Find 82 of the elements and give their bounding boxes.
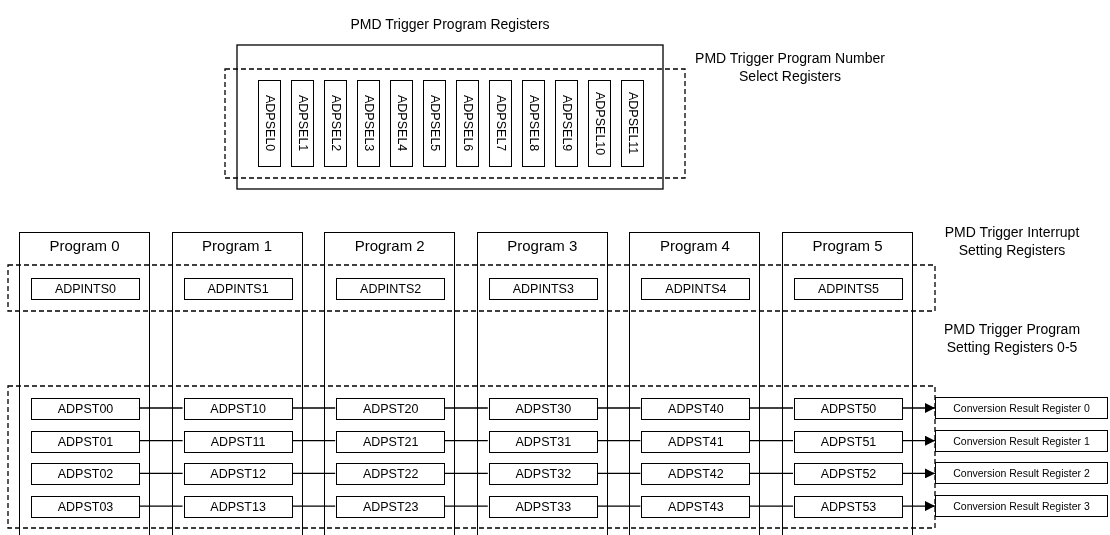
register-box: ADPST02 bbox=[31, 463, 140, 486]
connector-line bbox=[138, 472, 184, 475]
column-heading: Program 5 bbox=[811, 237, 884, 254]
register-box: ADPSEL5 bbox=[423, 80, 446, 167]
group-heading: PMD Trigger Program Registers bbox=[349, 15, 551, 34]
register-box: ADPST11 bbox=[183, 430, 293, 453]
register-box: ADPST20 bbox=[336, 398, 446, 420]
register-box: ADPST00 bbox=[31, 398, 140, 420]
connector-line bbox=[138, 407, 184, 409]
register-box: ADPST13 bbox=[183, 496, 293, 519]
program-column bbox=[629, 232, 761, 535]
register-box: ADPSEL6 bbox=[456, 80, 479, 167]
column-heading: Program 3 bbox=[506, 237, 579, 254]
register-box: ADPSEL9 bbox=[555, 80, 578, 167]
register-box: ADPST01 bbox=[31, 430, 140, 453]
register-box: ADPST03 bbox=[31, 496, 140, 519]
program-column bbox=[19, 232, 150, 535]
register-box: ADPINTS4 bbox=[641, 278, 751, 300]
register-box: ADPST23 bbox=[336, 496, 446, 519]
group-heading: PMD Trigger Interrupt Setting Registers bbox=[943, 223, 1081, 260]
register-box: ADPSEL4 bbox=[390, 80, 413, 167]
register-box: ADPSEL8 bbox=[522, 80, 545, 167]
register-box: ADPINTS5 bbox=[794, 278, 903, 300]
register-box: ADPST21 bbox=[336, 430, 446, 453]
connector-line bbox=[596, 505, 642, 507]
connector-line bbox=[748, 472, 794, 475]
connector-line bbox=[443, 407, 489, 409]
arrow bbox=[901, 435, 936, 446]
register-box: ADPST53 bbox=[794, 496, 903, 519]
register-box: ADPST31 bbox=[488, 430, 598, 453]
register-box: ADPST52 bbox=[794, 463, 903, 486]
register-box: ADPSEL10 bbox=[588, 80, 611, 167]
program-column bbox=[171, 232, 303, 535]
program-column bbox=[782, 232, 913, 535]
register-box: ADPSEL0 bbox=[258, 80, 281, 167]
arrow bbox=[901, 403, 936, 413]
register-box: ADPINTS0 bbox=[31, 278, 140, 300]
register-box: ADPSEL7 bbox=[489, 80, 512, 167]
register-box: Conversion Result Register 0 bbox=[935, 397, 1108, 419]
register-box: ADPST41 bbox=[641, 430, 751, 453]
connector-line bbox=[596, 440, 642, 442]
register-box: ADPST22 bbox=[336, 463, 446, 486]
connector-line bbox=[596, 472, 642, 475]
connector-line bbox=[138, 505, 184, 507]
column-heading: Program 2 bbox=[353, 237, 426, 254]
register-box: ADPSEL3 bbox=[357, 80, 380, 167]
connector-line bbox=[443, 472, 489, 475]
register-box: ADPST43 bbox=[641, 496, 751, 519]
column-heading: Program 0 bbox=[48, 237, 121, 254]
program-column bbox=[324, 232, 456, 535]
group-heading: PMD Trigger Program Number Select Registers bbox=[694, 49, 886, 86]
register-box: ADPST32 bbox=[488, 463, 598, 486]
register-box: ADPST33 bbox=[488, 496, 598, 519]
register-box: ADPSEL1 bbox=[291, 80, 314, 167]
connector-line bbox=[748, 407, 794, 409]
register-box: Conversion Result Register 3 bbox=[935, 495, 1108, 518]
connector-line bbox=[748, 440, 794, 442]
register-box: ADPST42 bbox=[641, 463, 751, 486]
connector-line bbox=[748, 505, 794, 507]
arrow bbox=[901, 468, 936, 479]
register-box: Conversion Result Register 1 bbox=[935, 429, 1108, 452]
column-heading: Program 4 bbox=[658, 237, 731, 254]
connector-line bbox=[443, 440, 489, 442]
register-box: ADPSEL2 bbox=[324, 80, 347, 167]
register-box: ADPST10 bbox=[183, 398, 293, 420]
column-heading: Program 1 bbox=[201, 237, 274, 254]
connector-line bbox=[138, 440, 184, 442]
connector-line bbox=[443, 505, 489, 507]
arrow bbox=[901, 501, 936, 512]
register-box: ADPST12 bbox=[183, 463, 293, 486]
register-box: ADPST30 bbox=[488, 398, 598, 420]
register-box: ADPST51 bbox=[794, 430, 903, 453]
register-box: ADPINTS3 bbox=[488, 278, 598, 300]
register-box: ADPST50 bbox=[794, 398, 903, 420]
register-box: ADPST40 bbox=[641, 398, 751, 420]
register-box: Conversion Result Register 2 bbox=[935, 462, 1108, 485]
program-column bbox=[476, 232, 608, 535]
register-box: ADPSEL11 bbox=[621, 80, 644, 167]
connector-line bbox=[596, 407, 642, 409]
group-heading: PMD Trigger Program Setting Registers 0-5 bbox=[942, 320, 1082, 357]
register-box: ADPINTS2 bbox=[336, 278, 446, 300]
register-box: ADPINTS1 bbox=[183, 278, 293, 300]
